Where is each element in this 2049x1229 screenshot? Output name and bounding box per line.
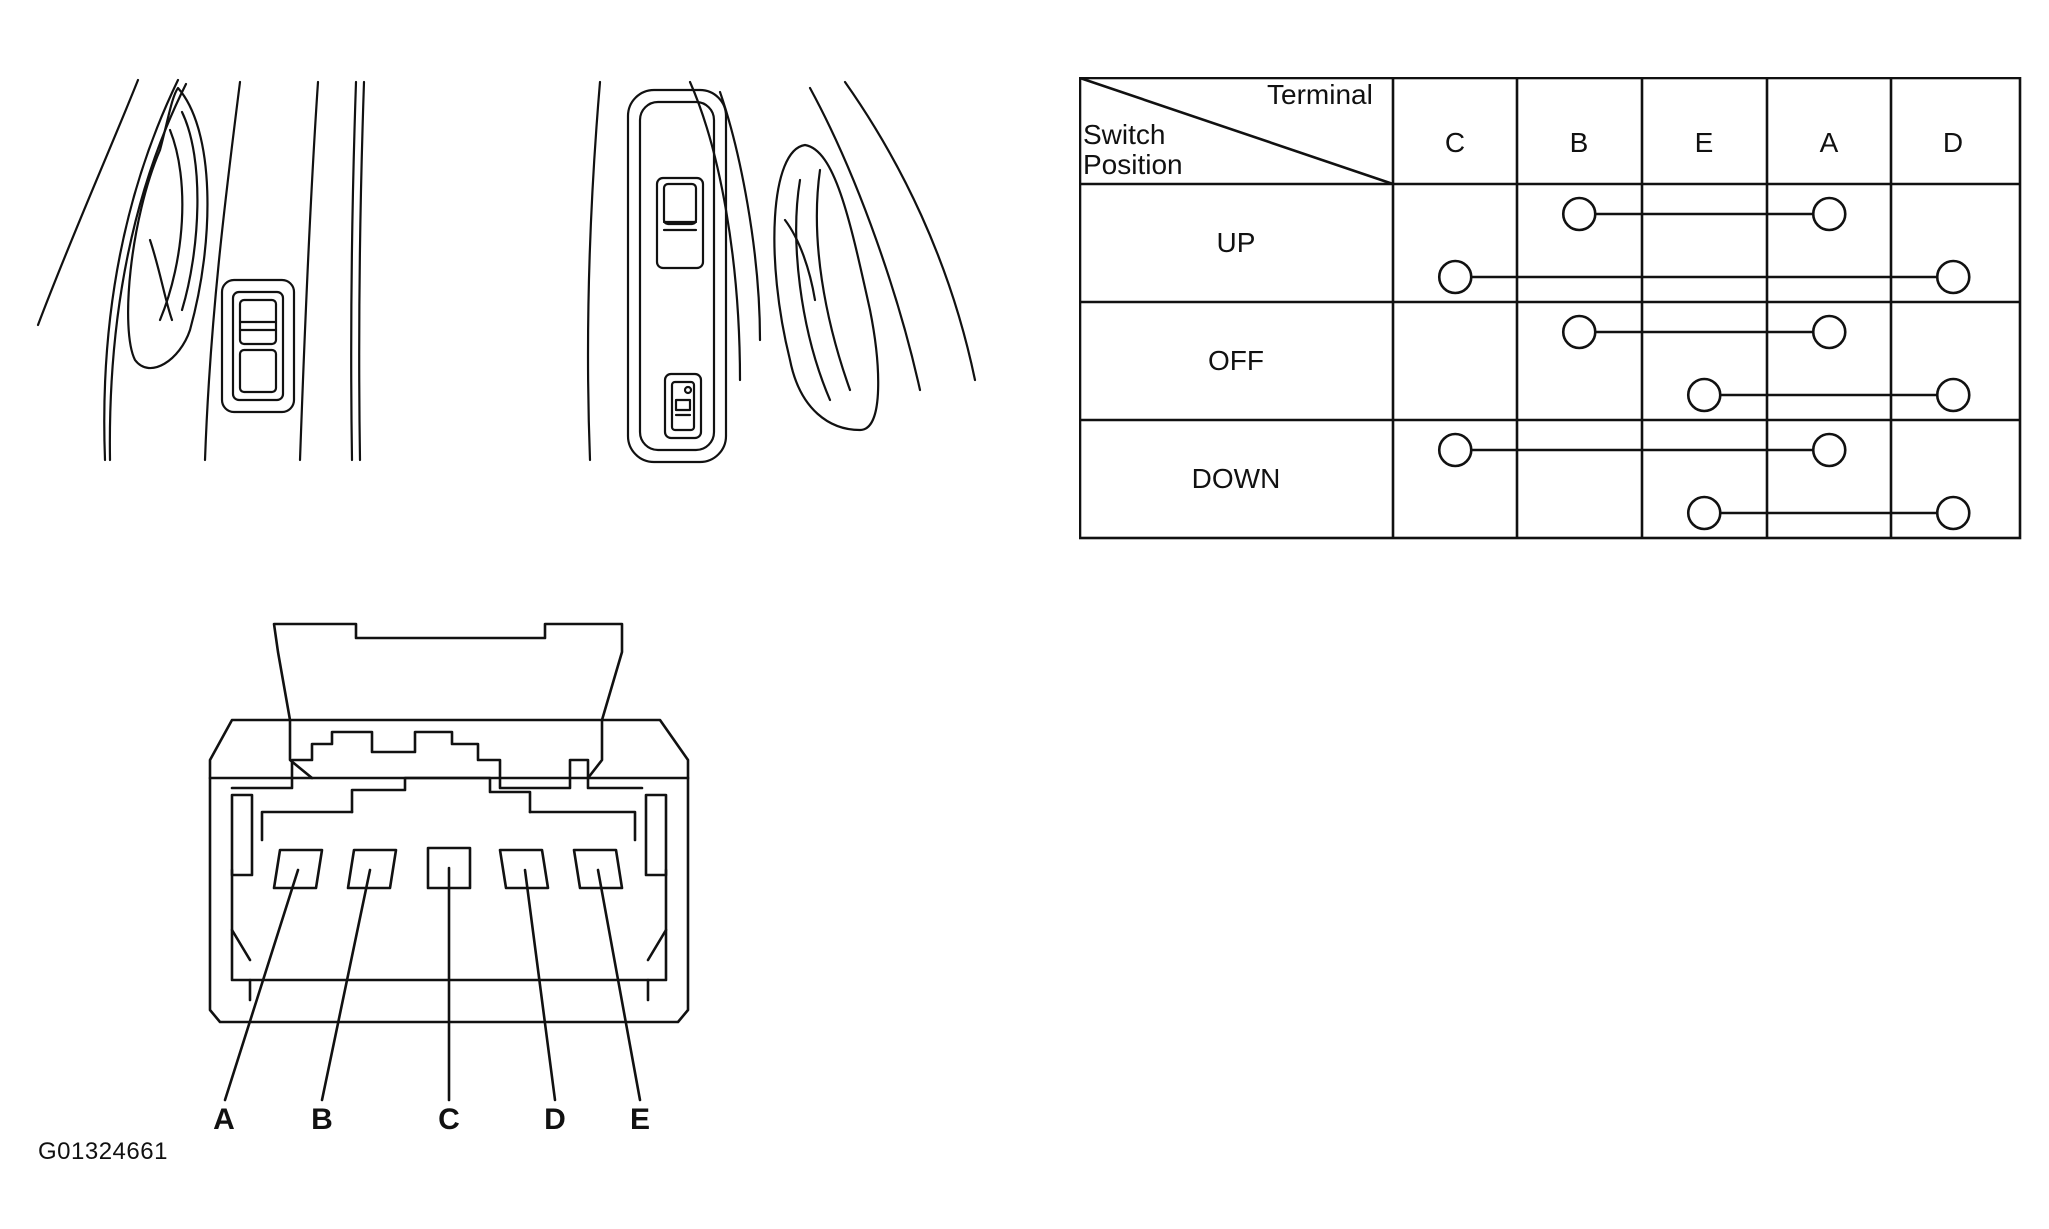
col-header-d: D — [1942, 127, 1964, 158]
continuity-point-off-b — [1561, 314, 1597, 350]
pin-d-terminal — [498, 848, 550, 890]
connector-diagram — [208, 622, 690, 1102]
col-header-a: A — [1819, 127, 1839, 158]
header-terminal: Terminal — [1267, 79, 1373, 110]
col-header-e: E — [1694, 127, 1714, 158]
pin-label-b: B — [311, 1103, 333, 1136]
header-switch: Switch — [1083, 119, 1166, 150]
row-label-off: OFF — [1208, 345, 1264, 376]
continuity-point-off-d — [1935, 377, 1971, 413]
continuity-point-up-b — [1561, 196, 1597, 232]
continuity-point-up-d — [1935, 259, 1971, 295]
continuity-table: Terminal Switch Position C B E A D UP OF… — [1079, 77, 2022, 540]
row-label-down: DOWN — [1191, 463, 1281, 494]
continuity-point-down-d — [1935, 495, 1971, 531]
col-header-b: B — [1569, 127, 1589, 158]
pin-e-terminal — [572, 848, 624, 890]
door-switch-illustration — [36, 78, 977, 464]
pin-a-terminal — [272, 848, 324, 890]
connection-layer — [1437, 196, 1971, 531]
row-label-up: UP — [1216, 227, 1256, 258]
pin-label-e: E — [629, 1103, 650, 1136]
pin-label-a: A — [213, 1103, 235, 1136]
continuity-point-down-a — [1811, 432, 1847, 468]
continuity-point-down-c — [1437, 432, 1473, 468]
header-position: Position — [1083, 149, 1183, 180]
continuity-point-off-e — [1686, 377, 1722, 413]
col-header-c: C — [1444, 127, 1466, 158]
continuity-point-up-a — [1811, 196, 1847, 232]
pin-label-c: C — [438, 1103, 460, 1136]
pin-b-terminal — [346, 848, 398, 890]
table-grid — [1079, 77, 2022, 540]
continuity-point-up-c — [1437, 259, 1473, 295]
figure-id: G01324661 — [38, 1138, 168, 1165]
pin-label-d: D — [544, 1103, 566, 1136]
continuity-point-down-e — [1686, 495, 1722, 531]
continuity-point-off-a — [1811, 314, 1847, 350]
